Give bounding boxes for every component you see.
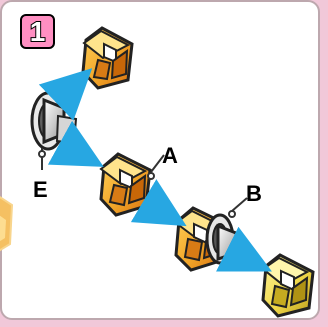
step-number-badge: 1: [20, 14, 55, 49]
label-e: E: [33, 177, 48, 202]
label-b: B: [246, 181, 262, 206]
label-a: A: [162, 143, 178, 168]
